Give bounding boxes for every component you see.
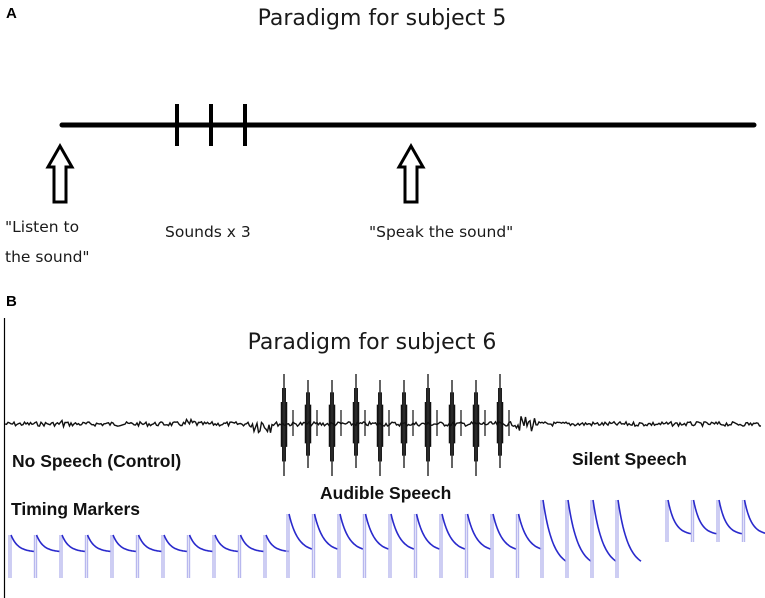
marker-pulse <box>590 500 594 578</box>
marker-pulse <box>286 514 290 578</box>
marker-decay <box>718 499 743 535</box>
marker-pulse <box>59 535 63 578</box>
speech-burst <box>424 374 438 476</box>
marker-pulse <box>186 535 191 578</box>
marker-pulse <box>263 535 267 578</box>
marker-decay <box>288 513 313 550</box>
marker-pulse <box>388 514 392 578</box>
sound-ticks <box>175 104 247 146</box>
marker-decay <box>339 513 364 550</box>
speech-burst <box>472 380 486 476</box>
marker-pulse <box>565 500 569 578</box>
marker-decay <box>61 534 86 553</box>
marker-decay <box>364 513 389 550</box>
timing-markers-label: Timing Markers <box>11 499 140 519</box>
no-speech-label: No Speech (Control) <box>12 451 181 471</box>
panel-b: B Paradigm for subject 6 No Speech (Cont… <box>3 293 765 598</box>
listen-cue-label-line2: the sound" <box>5 248 90 266</box>
marker-decay <box>492 513 517 550</box>
marker-pulse <box>8 535 12 578</box>
marker-pulse <box>464 514 469 578</box>
speech-burst <box>280 374 294 476</box>
marker-decay <box>163 534 188 553</box>
marker-pulse <box>515 514 520 578</box>
marker-decay <box>415 513 440 550</box>
marker-pulse <box>439 514 443 578</box>
panel-a: A Paradigm for subject 5 "Listen to the … <box>5 5 757 266</box>
marker-pulse <box>84 535 89 578</box>
speech-burst <box>352 374 366 468</box>
marker-decay <box>743 499 765 534</box>
marker-pulse <box>615 500 619 578</box>
marker-pulse <box>665 500 669 542</box>
speech-waveform <box>4 374 762 476</box>
marker-pulse <box>362 514 367 578</box>
marker-pulse <box>33 535 38 578</box>
marker-decay <box>10 534 35 553</box>
marker-decay <box>214 534 239 553</box>
marker-decay <box>441 513 466 550</box>
audible-speech-label: Audible Speech <box>320 483 451 503</box>
listen-cue-label-line1: "Listen to <box>5 218 79 236</box>
marker-decay <box>112 534 137 553</box>
speech-burst <box>448 380 462 468</box>
speech-burst <box>304 380 318 468</box>
marker-decay <box>592 499 617 562</box>
marker-decay <box>188 534 213 553</box>
panel-a-title: Paradigm for subject 5 <box>258 6 507 31</box>
marker-decay <box>542 499 567 562</box>
marker-pulse <box>110 535 114 578</box>
marker-decay <box>667 499 692 535</box>
marker-decay <box>137 534 162 553</box>
speak-cue-arrow-icon <box>396 142 426 204</box>
marker-decay <box>617 499 642 562</box>
marker-pulse <box>237 535 242 578</box>
marker-pulse <box>490 514 494 578</box>
marker-pulse <box>741 500 746 542</box>
speech-burst <box>400 380 414 468</box>
marker-decay <box>567 499 592 562</box>
marker-decay <box>466 513 491 550</box>
timing-markers-trace <box>8 499 765 578</box>
marker-decay <box>390 513 415 550</box>
marker-decay <box>86 534 111 553</box>
sounds-label: Sounds x 3 <box>165 223 251 241</box>
panel-b-letter: B <box>6 293 17 310</box>
marker-pulse <box>337 514 341 578</box>
marker-decay <box>517 513 542 550</box>
marker-decay <box>35 534 60 553</box>
marker-decay <box>239 534 264 553</box>
marker-pulse <box>716 500 720 542</box>
listen-cue-arrow-icon <box>45 142 75 204</box>
marker-pulse <box>413 514 418 578</box>
panel-b-title: Paradigm for subject 6 <box>248 330 497 355</box>
marker-pulse <box>161 535 165 578</box>
marker-decay <box>313 513 338 550</box>
marker-pulse <box>540 500 544 578</box>
marker-pulse <box>135 535 140 578</box>
marker-decay <box>692 499 717 535</box>
marker-pulse <box>311 514 316 578</box>
speech-burst <box>328 380 342 476</box>
panel-a-letter: A <box>6 5 17 22</box>
speak-cue-label: "Speak the sound" <box>369 223 513 241</box>
marker-decay <box>265 534 290 553</box>
marker-pulse <box>690 500 695 542</box>
speech-burst <box>376 380 390 476</box>
silent-speech-label: Silent Speech <box>572 449 687 469</box>
marker-pulse <box>212 535 216 578</box>
speech-burst <box>496 374 510 468</box>
